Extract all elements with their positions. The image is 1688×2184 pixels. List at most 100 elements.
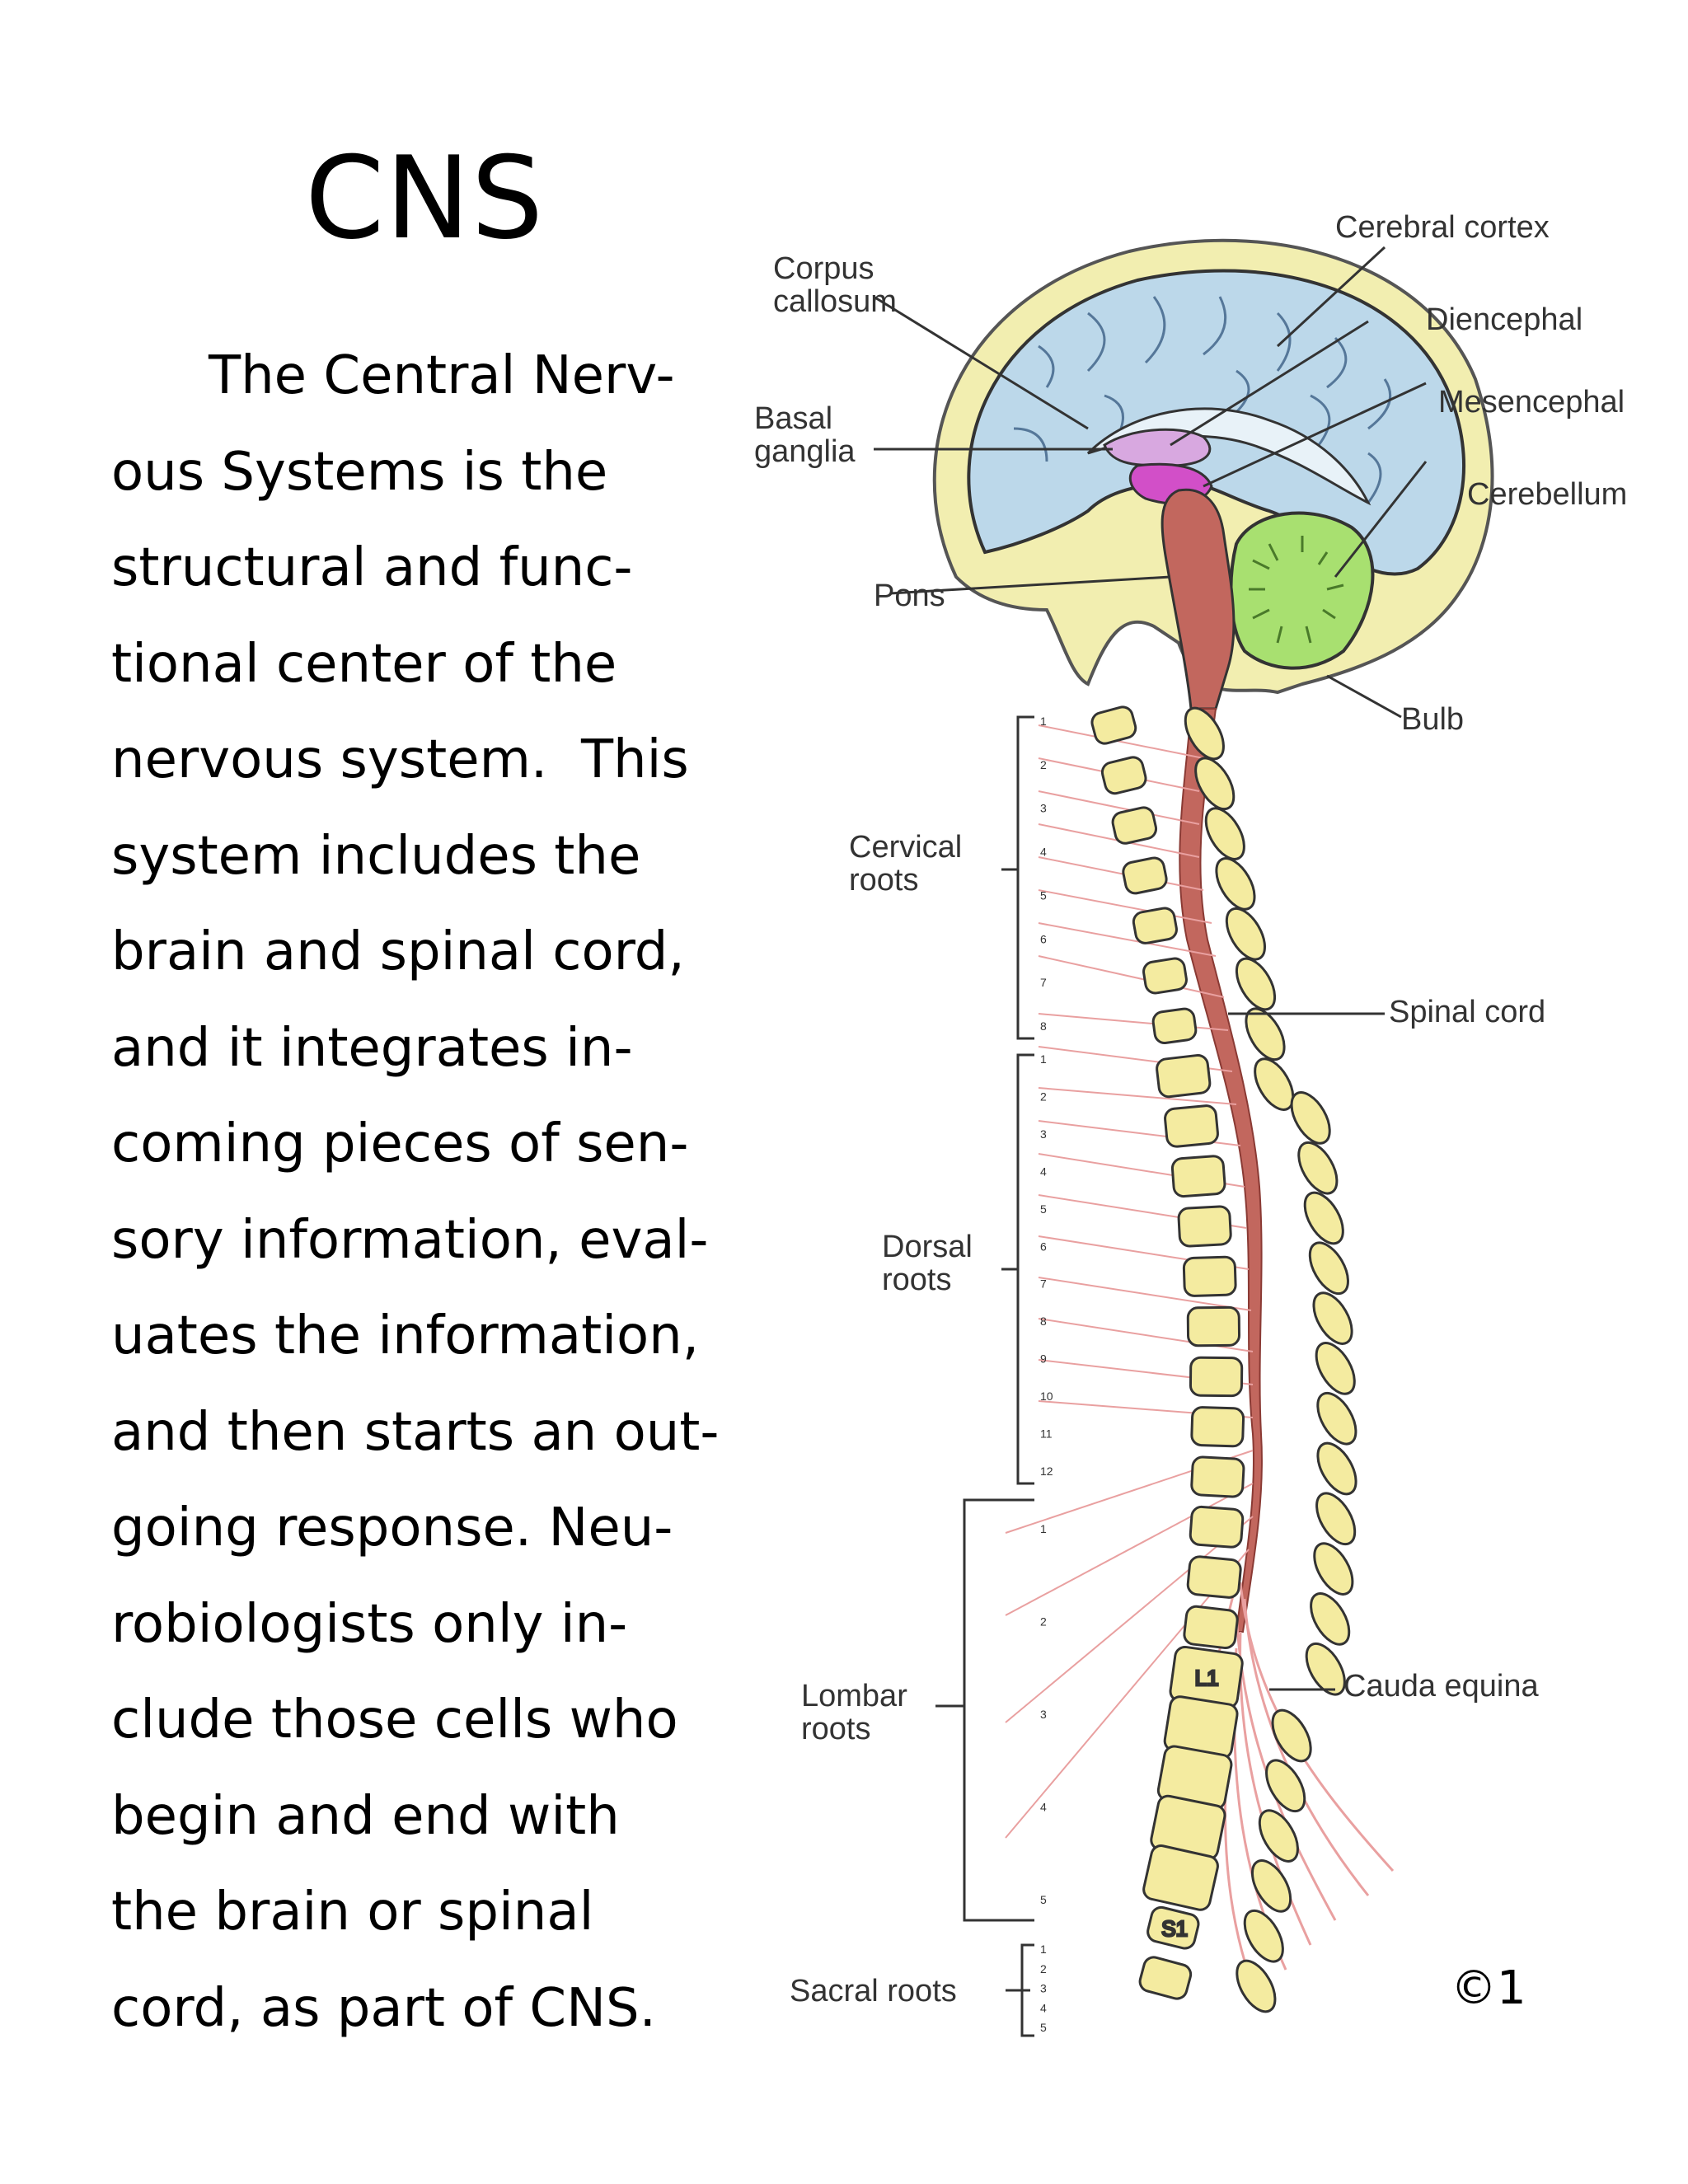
vertebra-process bbox=[1308, 1241, 1349, 1296]
vertebra-label: S1 bbox=[1161, 1916, 1188, 1941]
body-line: tional center of the bbox=[111, 633, 617, 695]
vertebra-process bbox=[1243, 1909, 1284, 1963]
root-number: 3 bbox=[1040, 1708, 1047, 1721]
vertebra-body bbox=[1111, 806, 1158, 845]
vertebra-process bbox=[1236, 1959, 1277, 2013]
vertebra-body bbox=[1186, 1305, 1241, 1347]
cerebellum-folia bbox=[1249, 536, 1344, 644]
vertebra-process bbox=[1271, 1708, 1312, 1763]
body-line: brain and spinal cord, bbox=[111, 921, 685, 982]
body-line: begin and end with bbox=[111, 1785, 620, 1847]
label-mesencephal: Mesencephal bbox=[1438, 385, 1625, 419]
root-number: 2 bbox=[1040, 1962, 1047, 1975]
vertebra-body bbox=[1177, 1205, 1232, 1248]
vertebra-process bbox=[1316, 1391, 1357, 1446]
body-line: The Central Nerv- bbox=[209, 345, 675, 406]
vertebra-body bbox=[1138, 1956, 1193, 2000]
vertebra-process bbox=[1315, 1492, 1357, 1546]
root-number: 9 bbox=[1040, 1352, 1047, 1366]
vertebra-process bbox=[1313, 1542, 1354, 1596]
root-number: 8 bbox=[1040, 1019, 1047, 1033]
vertebra-process bbox=[1312, 1291, 1353, 1345]
root-number: 2 bbox=[1040, 758, 1047, 771]
vertebra-body bbox=[1164, 1104, 1219, 1148]
root-number: 5 bbox=[1040, 1893, 1047, 1906]
body-line: structural and func- bbox=[111, 537, 633, 598]
vertebra-body bbox=[1189, 1505, 1245, 1549]
vertebra-body bbox=[1190, 1406, 1245, 1448]
vertebra-process bbox=[1245, 1007, 1286, 1062]
body-line: cord, as part of CNS. bbox=[111, 1977, 656, 2039]
vertebra-body bbox=[1183, 1605, 1239, 1650]
label-cerebral-cortex: Cerebral cortex bbox=[1335, 210, 1550, 245]
root-number: 7 bbox=[1040, 1277, 1047, 1291]
vertebra-body bbox=[1189, 1356, 1244, 1398]
label-bulb: Bulb bbox=[1401, 702, 1464, 737]
body-line: and then starts an out- bbox=[111, 1401, 720, 1463]
vertebra-process bbox=[1316, 1441, 1357, 1496]
body-line: clude those cells who bbox=[111, 1690, 678, 1750]
label-dorsal-roots-1: Dorsal bbox=[882, 1230, 973, 1264]
vertebra-process bbox=[1235, 957, 1277, 1011]
root-number: 11 bbox=[1040, 1427, 1053, 1441]
label-sacral-roots: Sacral roots bbox=[790, 1974, 957, 2008]
vertebra-body bbox=[1122, 856, 1168, 895]
body-line: ous Systems is the bbox=[111, 441, 608, 503]
label-lombar-roots-1: Lombar bbox=[801, 1679, 907, 1713]
vertebra-process bbox=[1310, 1592, 1351, 1646]
body-line: and it integrates in- bbox=[111, 1017, 633, 1079]
vertebra-body bbox=[1142, 1844, 1219, 1911]
root-number: 3 bbox=[1040, 802, 1047, 815]
vertebra-body bbox=[1182, 1255, 1237, 1297]
brain-gyri bbox=[1013, 296, 1392, 504]
body-line: going response. Neu- bbox=[111, 1497, 673, 1558]
vertebra-process bbox=[1204, 807, 1245, 860]
vertebra-body bbox=[1186, 1555, 1242, 1599]
label-leaders bbox=[873, 246, 1428, 2037]
root-number: 1 bbox=[1040, 1522, 1047, 1535]
body-line: system includes the bbox=[111, 825, 641, 887]
vertebra-process bbox=[1215, 857, 1256, 911]
body-paragraph: The Central Nerv- ous Systems is the str… bbox=[111, 328, 754, 2056]
vertebra-process bbox=[1194, 757, 1236, 811]
label-cerebellum: Cerebellum bbox=[1467, 477, 1627, 512]
cerebellum-shape bbox=[1229, 511, 1375, 670]
vertebra-process bbox=[1250, 1859, 1292, 1913]
vertebra-process bbox=[1254, 1057, 1295, 1111]
body-line: nervous system. This bbox=[111, 729, 689, 790]
root-number: 1 bbox=[1040, 1943, 1047, 1956]
label-dorsal-roots-2: roots bbox=[882, 1263, 951, 1297]
vertebra-body bbox=[1142, 957, 1188, 995]
label-pons: Pons bbox=[874, 579, 945, 613]
root-number: 5 bbox=[1040, 2021, 1047, 2034]
vertebra-process bbox=[1225, 907, 1266, 961]
body-line: coming pieces of sen- bbox=[111, 1113, 689, 1174]
vertebra-body bbox=[1156, 1053, 1212, 1099]
label-corpus-callosum-2: callosum bbox=[773, 284, 897, 319]
label-cervical-roots-1: Cervical bbox=[849, 830, 962, 865]
root-number: 10 bbox=[1040, 1390, 1053, 1403]
vertebra-body bbox=[1100, 756, 1147, 795]
root-number: 4 bbox=[1040, 2001, 1047, 2014]
root-number: 2 bbox=[1040, 1615, 1047, 1629]
vertebra-body bbox=[1170, 1155, 1226, 1198]
body-line: sory information, eval- bbox=[111, 1209, 709, 1271]
vertebra-body bbox=[1151, 1007, 1198, 1044]
root-number: 1 bbox=[1040, 715, 1047, 728]
vertebra-process bbox=[1258, 1809, 1299, 1863]
root-number: 2 bbox=[1040, 1090, 1047, 1103]
label-diencephal: Diencephal bbox=[1426, 302, 1582, 337]
root-number: 8 bbox=[1040, 1315, 1047, 1328]
copyright-mark: ©1 bbox=[1451, 1961, 1526, 2015]
label-basal-ganglia-2: ganglia bbox=[754, 434, 856, 469]
label-cauda-equina: Cauda equina bbox=[1343, 1669, 1540, 1704]
vertebra-process bbox=[1303, 1191, 1344, 1245]
vertebra-process bbox=[1305, 1642, 1346, 1696]
body-line: uates the information, bbox=[111, 1305, 700, 1366]
root-number: 6 bbox=[1040, 932, 1047, 945]
root-number: 6 bbox=[1040, 1240, 1047, 1253]
vertebra-process bbox=[1315, 1342, 1356, 1395]
root-number: 3 bbox=[1040, 1127, 1047, 1141]
